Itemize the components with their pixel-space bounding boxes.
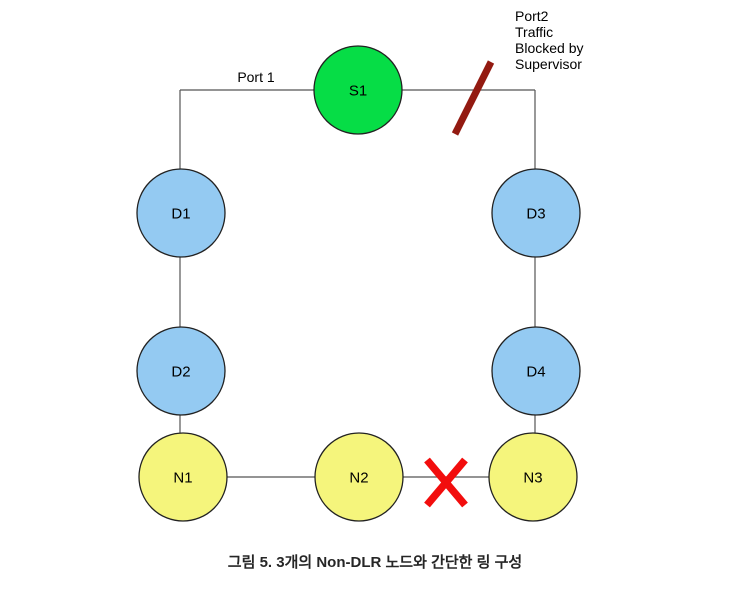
node-n2: N2 <box>314 432 404 522</box>
figure-caption: 그림 5. 3개의 Non-DLR 노드와 간단한 링 구성 <box>227 554 523 571</box>
node-n1-circle <box>138 432 228 522</box>
port2-annotation-line-3: Blocked by <box>515 40 583 56</box>
node-d1-label: D1 <box>171 206 190 223</box>
node-d2: D2 <box>136 326 226 416</box>
node-n3-label: N3 <box>523 470 542 487</box>
port2-blocked-annotation: Port2 Traffic Blocked by Supervisor <box>515 8 587 72</box>
node-s1-label: S1 <box>349 83 367 100</box>
node-d1: D1 <box>136 168 226 258</box>
port2-annotation-line-1: Port2 <box>515 8 549 24</box>
node-s1: S1 <box>313 45 403 135</box>
node-d3-circle <box>491 168 581 258</box>
node-n3: N3 <box>488 432 578 522</box>
node-n2-label: N2 <box>349 470 368 487</box>
node-n3-circle <box>488 432 578 522</box>
node-n1: N1 <box>138 432 228 522</box>
node-d4-label: D4 <box>526 364 545 381</box>
link-fault-x-stroke-2 <box>424 457 468 508</box>
link-fault-x-icon <box>424 457 468 508</box>
node-d1-circle <box>136 168 226 258</box>
port2-blocked-slash-icon <box>451 60 495 136</box>
node-n1-label: N1 <box>173 470 192 487</box>
port2-annotation-line-4: Supervisor <box>515 56 582 72</box>
node-d2-label: D2 <box>171 364 190 381</box>
node-s1-circle <box>313 45 403 135</box>
port2-annotation-line-2: Traffic <box>515 24 553 40</box>
node-n2-circle <box>314 432 404 522</box>
node-d3: D3 <box>491 168 581 258</box>
node-d3-label: D3 <box>526 206 545 223</box>
node-d2-circle <box>136 326 226 416</box>
node-d4-circle <box>491 326 581 416</box>
node-d4: D4 <box>491 326 581 416</box>
port1-label: Port 1 <box>237 69 275 85</box>
